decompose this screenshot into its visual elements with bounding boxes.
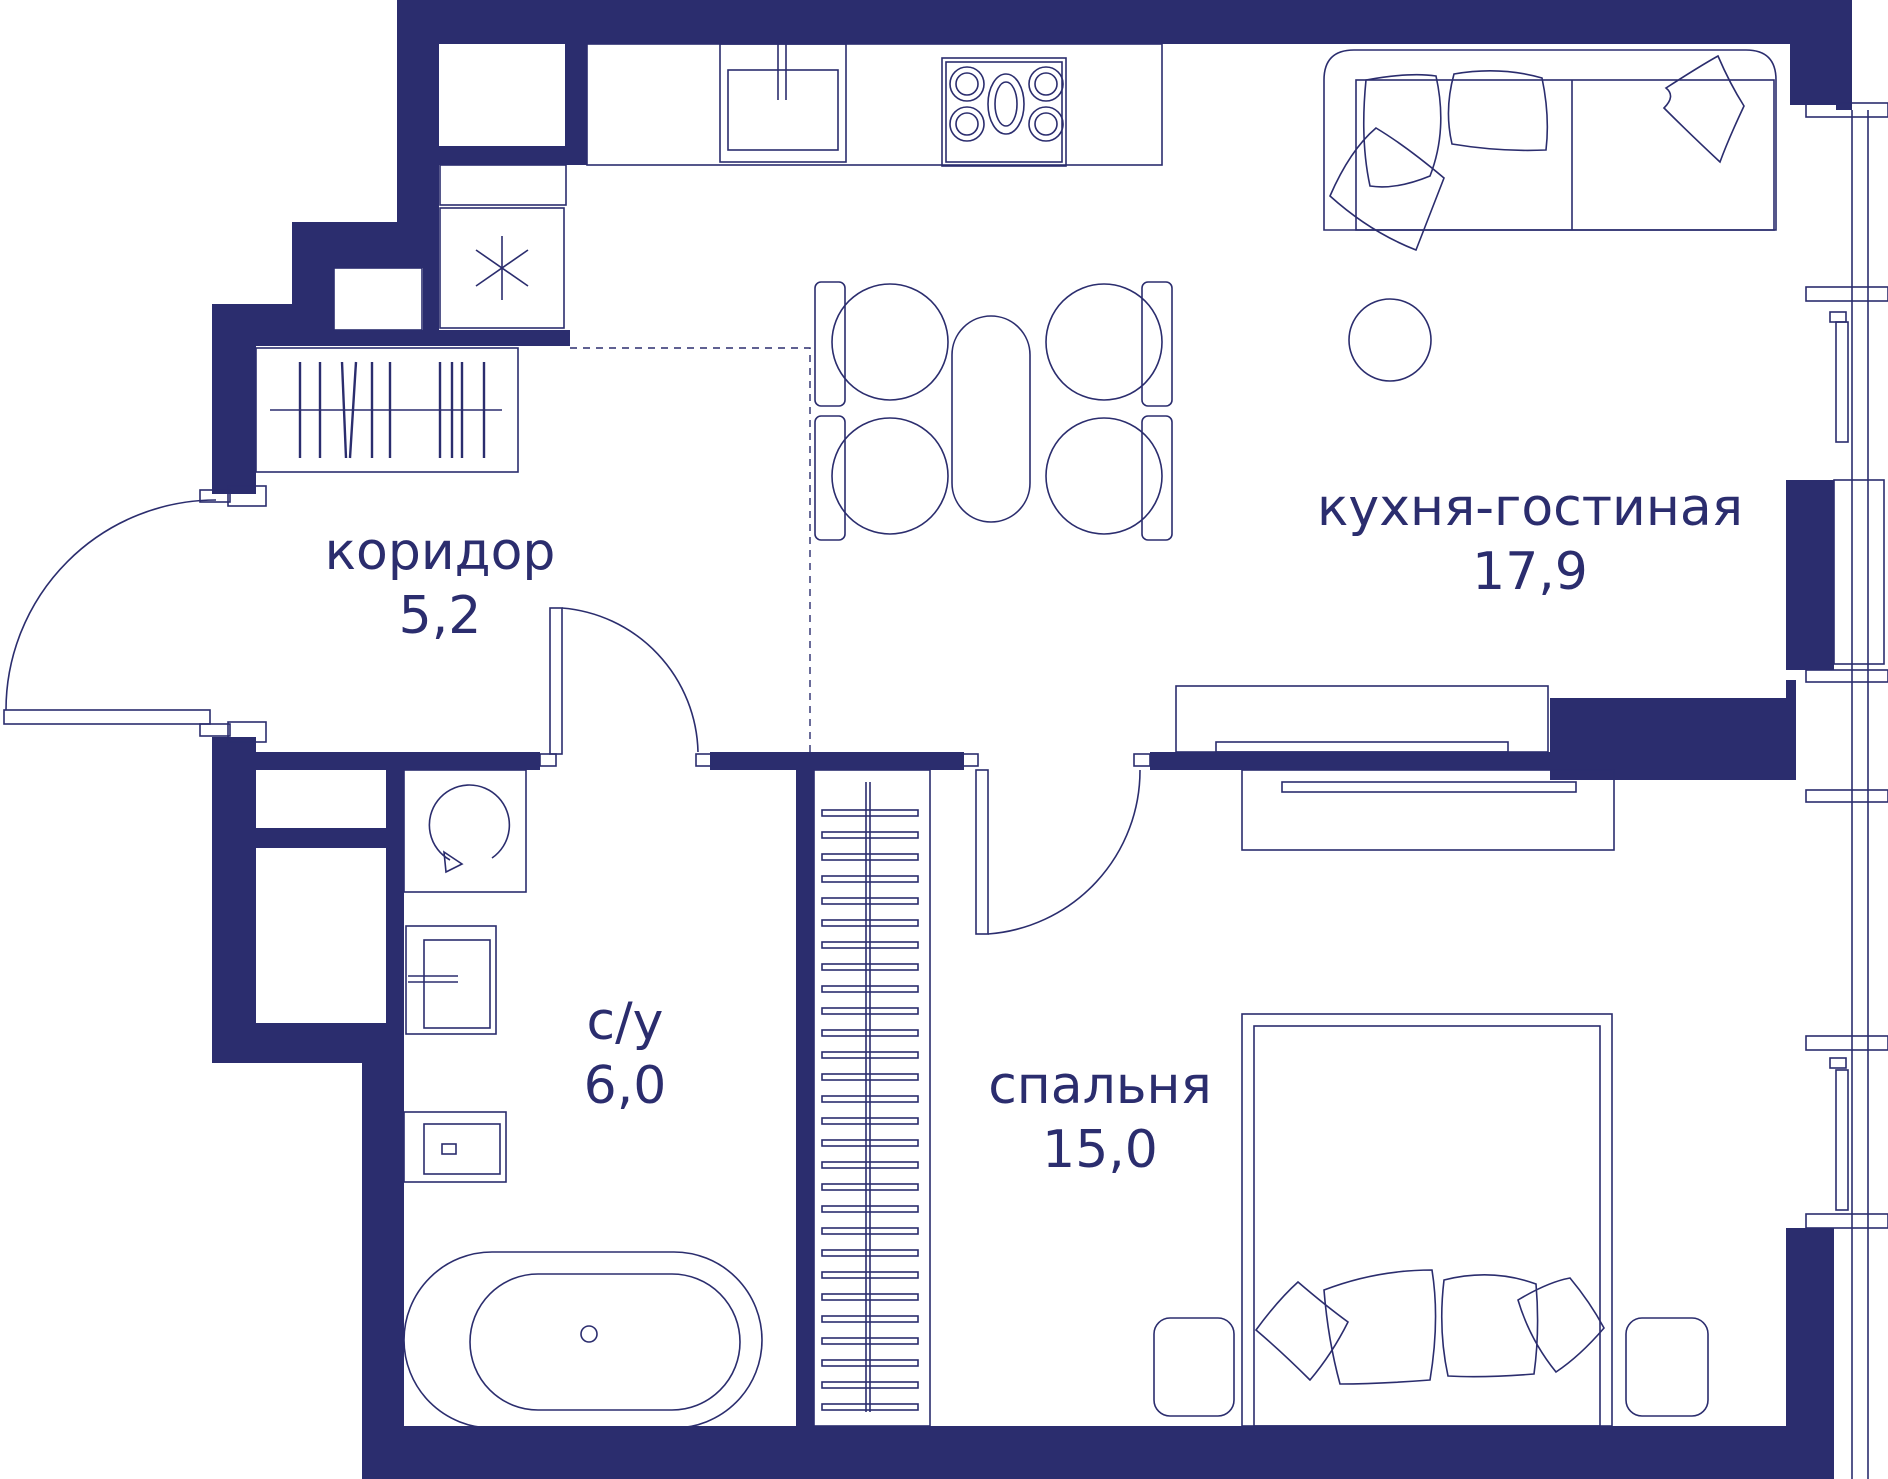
hanger bbox=[821, 1227, 919, 1235]
hanger bbox=[821, 831, 919, 839]
hanger bbox=[821, 1161, 919, 1169]
windows bbox=[1805, 102, 1888, 1479]
tv-stand bbox=[1175, 685, 1615, 851]
coffee-table bbox=[1348, 298, 1432, 382]
bedroom-door bbox=[961, 753, 1151, 935]
hanger bbox=[821, 853, 919, 861]
hanger bbox=[821, 919, 919, 927]
hanger bbox=[821, 809, 919, 817]
hanger bbox=[821, 1051, 919, 1059]
bedroom-wardrobe bbox=[813, 769, 931, 1427]
kitchen-counter bbox=[586, 43, 1163, 167]
room-area: 5,2 bbox=[398, 586, 482, 646]
hanger bbox=[821, 963, 919, 971]
hanger bbox=[821, 1095, 919, 1103]
room-area: 17,9 bbox=[1472, 542, 1588, 602]
room-label-bedroom: спальня 15,0 bbox=[960, 1054, 1240, 1182]
hanger bbox=[821, 1139, 919, 1147]
hanger bbox=[821, 1293, 919, 1301]
hanger bbox=[821, 1029, 919, 1037]
bathroom-door bbox=[539, 607, 713, 767]
room-name: спальня bbox=[988, 1056, 1212, 1116]
hanger bbox=[821, 1337, 919, 1345]
room-name: кухня-гостиная bbox=[1317, 478, 1743, 538]
bathroom-fixtures bbox=[403, 769, 763, 1429]
hanger bbox=[821, 985, 919, 993]
hanger bbox=[821, 1073, 919, 1081]
dining-table bbox=[814, 281, 1173, 541]
hanger bbox=[821, 1315, 919, 1323]
hanger bbox=[821, 875, 919, 883]
corridor-wardrobe bbox=[255, 347, 519, 473]
sofa bbox=[1323, 49, 1777, 252]
hanger bbox=[821, 1403, 919, 1411]
hanger bbox=[821, 1117, 919, 1125]
hanger bbox=[821, 1183, 919, 1191]
hanger bbox=[821, 1271, 919, 1279]
room-label-kitchen-living: кухня-гостиная 17,9 bbox=[1300, 476, 1760, 604]
entrance-door bbox=[3, 485, 267, 743]
room-name: коридор bbox=[324, 522, 556, 582]
hanger bbox=[821, 897, 919, 905]
hanger bbox=[821, 1007, 919, 1015]
walls bbox=[212, 0, 1852, 1479]
room-label-corridor: коридор 5,2 bbox=[300, 520, 580, 648]
hanger bbox=[821, 1359, 919, 1367]
hanger bbox=[821, 1205, 919, 1213]
room-label-bathroom: с/у 6,0 bbox=[540, 990, 710, 1118]
bed bbox=[1153, 1013, 1709, 1427]
room-name: с/у bbox=[586, 992, 664, 1052]
utility-blocks bbox=[333, 164, 567, 331]
room-area: 15,0 bbox=[1042, 1120, 1158, 1180]
hanger bbox=[821, 1381, 919, 1389]
hanger bbox=[821, 941, 919, 949]
zone-divider bbox=[570, 347, 811, 752]
hanger bbox=[821, 1249, 919, 1257]
room-area: 6,0 bbox=[583, 1056, 667, 1116]
